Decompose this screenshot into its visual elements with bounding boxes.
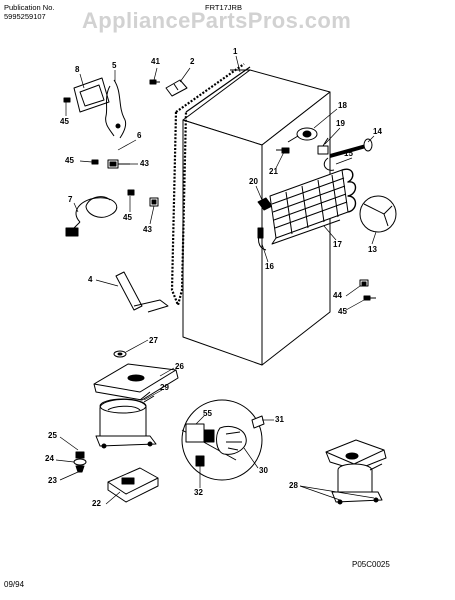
base-bracket (107, 467, 159, 503)
callout-27: 27 (149, 336, 158, 345)
callout-14: 14 (373, 127, 382, 136)
support-bracket (115, 271, 169, 313)
screw-45d (363, 295, 376, 301)
callout-6: 6 (137, 131, 142, 140)
callout-43b: 43 (143, 225, 152, 234)
grommet-stack (73, 451, 87, 473)
terminal-block (107, 159, 119, 169)
callout-15: 15 (344, 149, 353, 158)
callout-21: 21 (269, 167, 278, 176)
condenser-coil (269, 168, 357, 245)
screw-41 (149, 79, 160, 85)
callout-45b: 45 (65, 156, 74, 165)
callout-2: 2 (190, 57, 195, 66)
tube-16 (257, 227, 267, 251)
callout-41: 41 (151, 57, 160, 66)
screw-45b (91, 159, 99, 165)
callout-4: 4 (88, 275, 93, 284)
compressor (95, 391, 157, 449)
grommet-27 (113, 350, 127, 358)
callout-7: 7 (68, 195, 73, 204)
callout-20: 20 (249, 177, 258, 186)
screw-45c (127, 189, 135, 196)
figure-code: P05C0025 (352, 560, 390, 569)
callout-30: 30 (259, 466, 268, 475)
relay-detail-circle (181, 399, 265, 481)
watermark-text: AppliancePartsPros.com (82, 8, 352, 33)
callout-19: 19 (336, 119, 345, 128)
callout-16: 16 (265, 262, 274, 271)
callout-44: 44 (333, 291, 342, 300)
callout-23: 23 (48, 476, 57, 485)
callout-25: 25 (48, 431, 57, 440)
callout-26: 26 (175, 362, 184, 371)
model-number: FRT17JRB (205, 3, 242, 12)
mounting-panel (73, 77, 110, 113)
publication-number: 5995259107 (4, 12, 46, 21)
callout-45c: 45 (123, 213, 132, 222)
callout-24: 24 (45, 454, 54, 463)
callout-45d: 45 (338, 307, 347, 316)
callout-17: 17 (333, 240, 342, 249)
callout-45a: 45 (60, 117, 69, 126)
callout-5: 5 (112, 61, 117, 70)
screw-45a (63, 97, 71, 103)
date-code: 09/94 (4, 580, 25, 589)
screw-44 (359, 279, 369, 287)
callout-22: 22 (92, 499, 101, 508)
fitting-19 (317, 137, 329, 155)
callout-31: 31 (275, 415, 284, 424)
clip-43 (149, 197, 159, 207)
fitting-18 (287, 127, 318, 143)
callout-32: 32 (194, 488, 203, 497)
publication-label: Publication No. (4, 3, 55, 12)
callout-1: 1 (233, 47, 238, 56)
leader-lines (55, 55, 377, 505)
callout-18: 18 (338, 101, 347, 110)
callout-8: 8 (75, 65, 80, 74)
callout-43a: 43 (140, 159, 149, 168)
drier-14 (323, 138, 373, 171)
power-cord (65, 196, 118, 237)
detail-13 (359, 195, 397, 233)
callout-13: 13 (368, 245, 377, 254)
callout-28: 28 (289, 481, 298, 490)
callout-29: 29 (160, 383, 169, 392)
screw-21 (276, 147, 290, 154)
drain-pan (93, 363, 179, 401)
side-condenser-loop (170, 63, 251, 307)
bracket-part (165, 79, 188, 97)
compressor-assembly (325, 439, 387, 505)
wire-harness (105, 79, 127, 139)
callout-55: 55 (203, 409, 212, 418)
